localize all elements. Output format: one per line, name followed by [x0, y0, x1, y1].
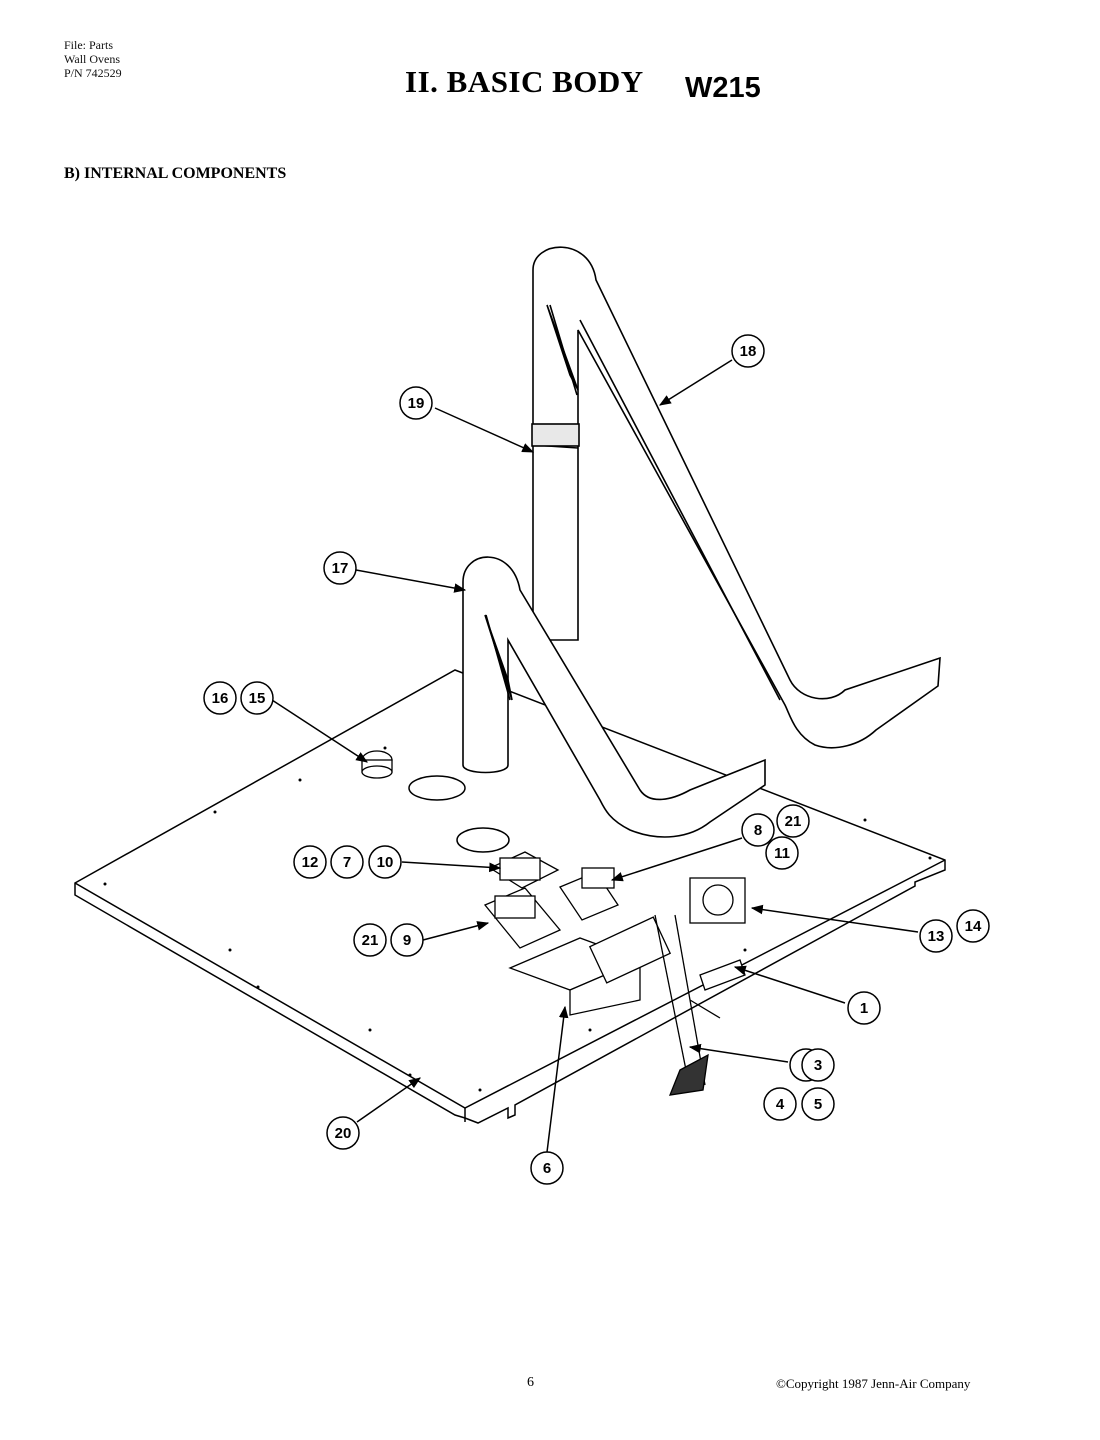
callout-12: 12	[293, 845, 327, 879]
callout-14: 14	[956, 909, 990, 943]
callout-label: 20	[335, 1125, 352, 1142]
callout-1: 1	[847, 991, 881, 1025]
callout-label: 5	[814, 1096, 822, 1113]
section-heading: B) INTERNAL COMPONENTS	[64, 165, 287, 182]
file-line: P/N 742529	[64, 66, 122, 80]
callout-label: 12	[302, 854, 319, 871]
callout-label: 21	[785, 813, 802, 830]
leader-lines	[271, 359, 919, 1153]
callout-7: 7	[330, 845, 364, 879]
callout-label: 13	[928, 928, 945, 945]
callout-19: 19	[399, 386, 433, 420]
file-line: File: Parts	[64, 38, 114, 52]
callout-6: 6	[530, 1151, 564, 1185]
callout-label: 21	[362, 932, 379, 949]
callout-10: 10	[368, 845, 402, 879]
callout-label: 10	[377, 854, 394, 871]
model-number: W215	[685, 72, 761, 104]
callout-label: 3	[814, 1057, 822, 1074]
callout-3-label: 3	[814, 1057, 822, 1074]
callout-17: 17	[323, 551, 357, 585]
switch-assemblies	[483, 851, 619, 949]
callout-label: 16	[212, 690, 229, 707]
callout-5: 5	[801, 1087, 835, 1121]
callout-20: 20	[326, 1116, 360, 1150]
callouts: 1 2 4 5 6 7 8 9 10 11 12 13 14 15 16 17 …	[203, 334, 990, 1185]
callout-11: 11	[765, 836, 799, 870]
latch-assembly	[508, 877, 746, 1096]
page-number: 6	[527, 1375, 534, 1390]
callout-16: 16	[203, 681, 237, 715]
callout-label: 9	[403, 932, 411, 949]
thermostat-part	[361, 750, 393, 779]
callout-9: 9	[390, 923, 424, 957]
callout-label: 19	[408, 395, 425, 412]
page-title: II. BASIC BODY	[405, 64, 644, 99]
callout-label: 11	[774, 845, 790, 862]
callout-13: 13	[919, 919, 953, 953]
callout-15: 15	[240, 681, 274, 715]
callout-label: 15	[249, 690, 266, 707]
vent-duct-upper	[531, 246, 941, 749]
file-line: Wall Ovens	[64, 52, 121, 66]
copyright: ©Copyright 1987 Jenn-Air Company	[776, 1376, 971, 1391]
callout-8: 8	[741, 813, 775, 847]
callout-4: 4	[763, 1087, 797, 1121]
vent-duct-lower	[462, 556, 766, 838]
callout-label: 8	[754, 822, 762, 839]
callout-label: 18	[740, 343, 757, 360]
file-info: File: Parts Wall Ovens P/N 742529	[64, 38, 122, 80]
callout-3b	[801, 1048, 835, 1082]
callout-label: 17	[332, 560, 349, 577]
callout-18: 18	[731, 334, 765, 368]
callout-label: 1	[860, 1000, 868, 1017]
callout-label: 14	[965, 918, 982, 935]
callout-label: 7	[343, 854, 351, 871]
callout-21-a: 21	[776, 804, 810, 838]
callout-21-b: 21	[353, 923, 387, 957]
callout-label: 4	[776, 1096, 785, 1113]
callout-label: 6	[543, 1160, 551, 1177]
